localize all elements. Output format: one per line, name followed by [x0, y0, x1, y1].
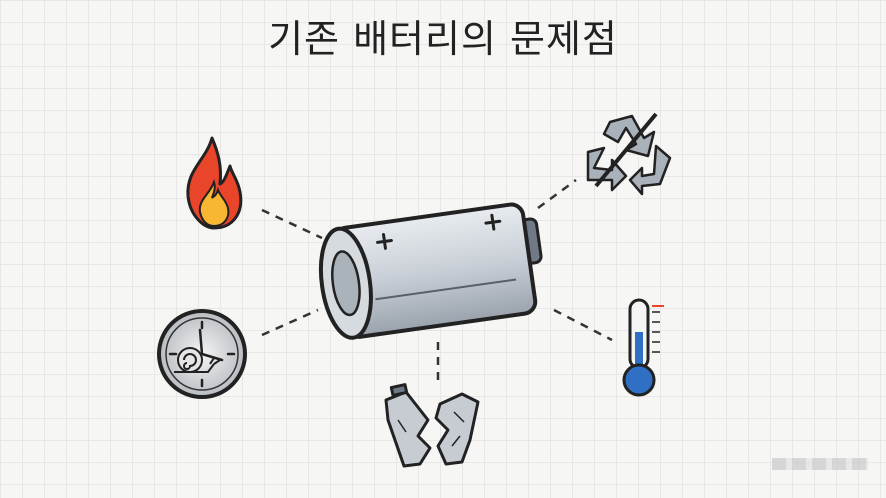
snail-icon: [174, 347, 221, 373]
connector-clock: [261, 308, 319, 337]
watermark: [772, 458, 868, 470]
connector-recycle: [537, 178, 577, 210]
broken-battery-icon: [384, 383, 480, 468]
connector-thermo: [553, 308, 613, 342]
thermometer-cold-icon: [622, 298, 664, 397]
page-title: 기존 배터리의 문제점: [268, 17, 618, 61]
fire-icon: [186, 136, 243, 230]
slow-clock-snail-icon: [157, 309, 247, 399]
no-recycle-icon: [586, 112, 672, 196]
connector-lines: [261, 178, 613, 385]
battery-icon: [318, 202, 543, 340]
connector-fire: [261, 208, 323, 240]
